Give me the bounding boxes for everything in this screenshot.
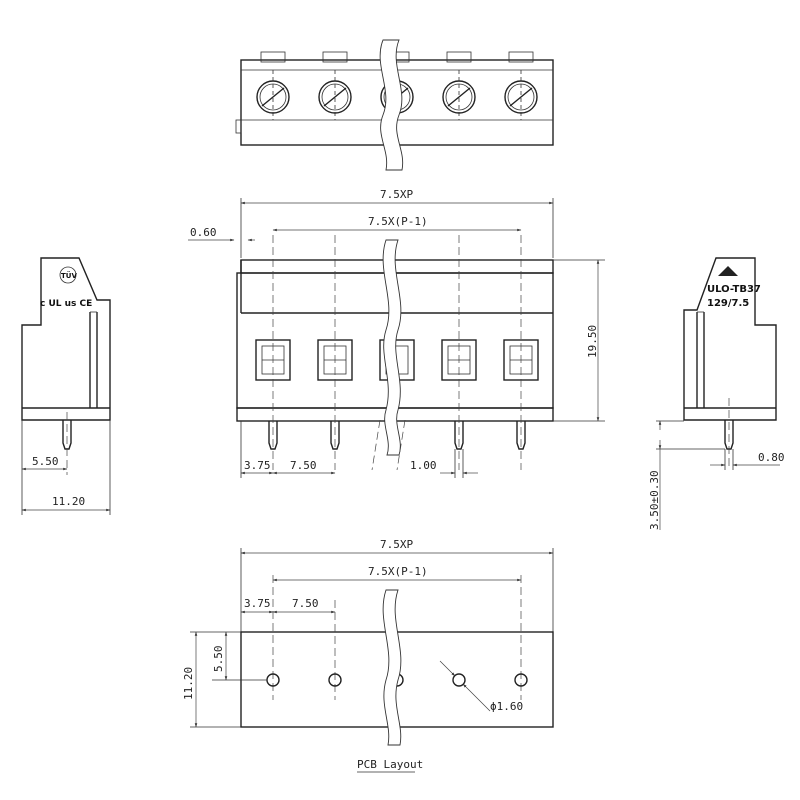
right-pin-length-dim: 3.50±0.30 bbox=[648, 470, 661, 530]
right-pin-size-dim: 0.80 bbox=[758, 451, 785, 464]
tuv-mark: TÜV bbox=[61, 271, 77, 280]
part-number: 129/7.5 bbox=[707, 298, 749, 309]
screw-icon bbox=[256, 70, 290, 120]
pcb-hole bbox=[452, 673, 466, 687]
front-pitch-dim: 7.50 bbox=[290, 459, 317, 472]
pcb-width-dim: 7.5XP bbox=[380, 538, 413, 551]
break-symbol bbox=[382, 589, 402, 746]
left-side-outline bbox=[21, 257, 111, 421]
top-view bbox=[235, 39, 554, 171]
left-side-view: TÜV c UL us CE 5.50 11.20 bbox=[21, 257, 111, 515]
front-height-dim: 19.50 bbox=[586, 325, 599, 358]
front-view: 7.5XP 7.5X(P-1) 0.60 bbox=[188, 188, 605, 478]
front-offset-dim: 0.60 bbox=[190, 226, 217, 239]
screw-icon bbox=[504, 70, 538, 120]
pcb-hole bbox=[328, 673, 342, 687]
front-pins bbox=[268, 421, 526, 450]
pcb-pitch-dim: 7.50 bbox=[292, 597, 319, 610]
brand-logo-icon bbox=[718, 266, 738, 276]
pcb-pitch-span-dim: 7.5X(P-1) bbox=[368, 565, 428, 578]
pcb-hole-dia-dim: ϕ1.60 bbox=[490, 700, 523, 713]
right-side-view: ULO-TB37 129/7.5 3.50±0.30 0.80 bbox=[648, 257, 785, 530]
front-pin-size-dim: 1.00 bbox=[410, 459, 437, 472]
break-symbol bbox=[382, 239, 402, 456]
pcb-layout: 7.5XP 7.5X(P-1) 3.75 7.50 ϕ1.60 bbox=[182, 538, 554, 773]
brand-logo-text: ULO-TB37 bbox=[707, 284, 761, 295]
pcb-hole-offset-dim: 5.50 bbox=[212, 646, 225, 673]
ul-ce-marks: c UL us CE bbox=[40, 299, 92, 309]
screw-icon bbox=[442, 70, 476, 120]
pcb-edge-to-hole-dim: 3.75 bbox=[244, 597, 271, 610]
pcb-depth-dim: 11.20 bbox=[182, 667, 195, 700]
left-pin-offset-dim: 5.50 bbox=[32, 455, 59, 468]
front-width-dim: 7.5XP bbox=[380, 188, 413, 201]
left-depth-dim: 11.20 bbox=[52, 495, 85, 508]
front-pitch-span-dim: 7.5X(P-1) bbox=[368, 215, 428, 228]
tuv-logo-icon: TÜV bbox=[59, 266, 77, 284]
right-side-outline bbox=[683, 257, 777, 421]
break-symbol bbox=[379, 39, 404, 171]
front-edge-to-pin-dim: 3.75 bbox=[244, 459, 271, 472]
top-view-latch bbox=[235, 119, 242, 134]
screws bbox=[256, 70, 538, 120]
front-top-ridge bbox=[240, 259, 554, 274]
pcb-layout-caption: PCB Layout bbox=[357, 758, 423, 771]
screw-icon bbox=[318, 70, 352, 120]
pcb-hole bbox=[514, 673, 528, 687]
